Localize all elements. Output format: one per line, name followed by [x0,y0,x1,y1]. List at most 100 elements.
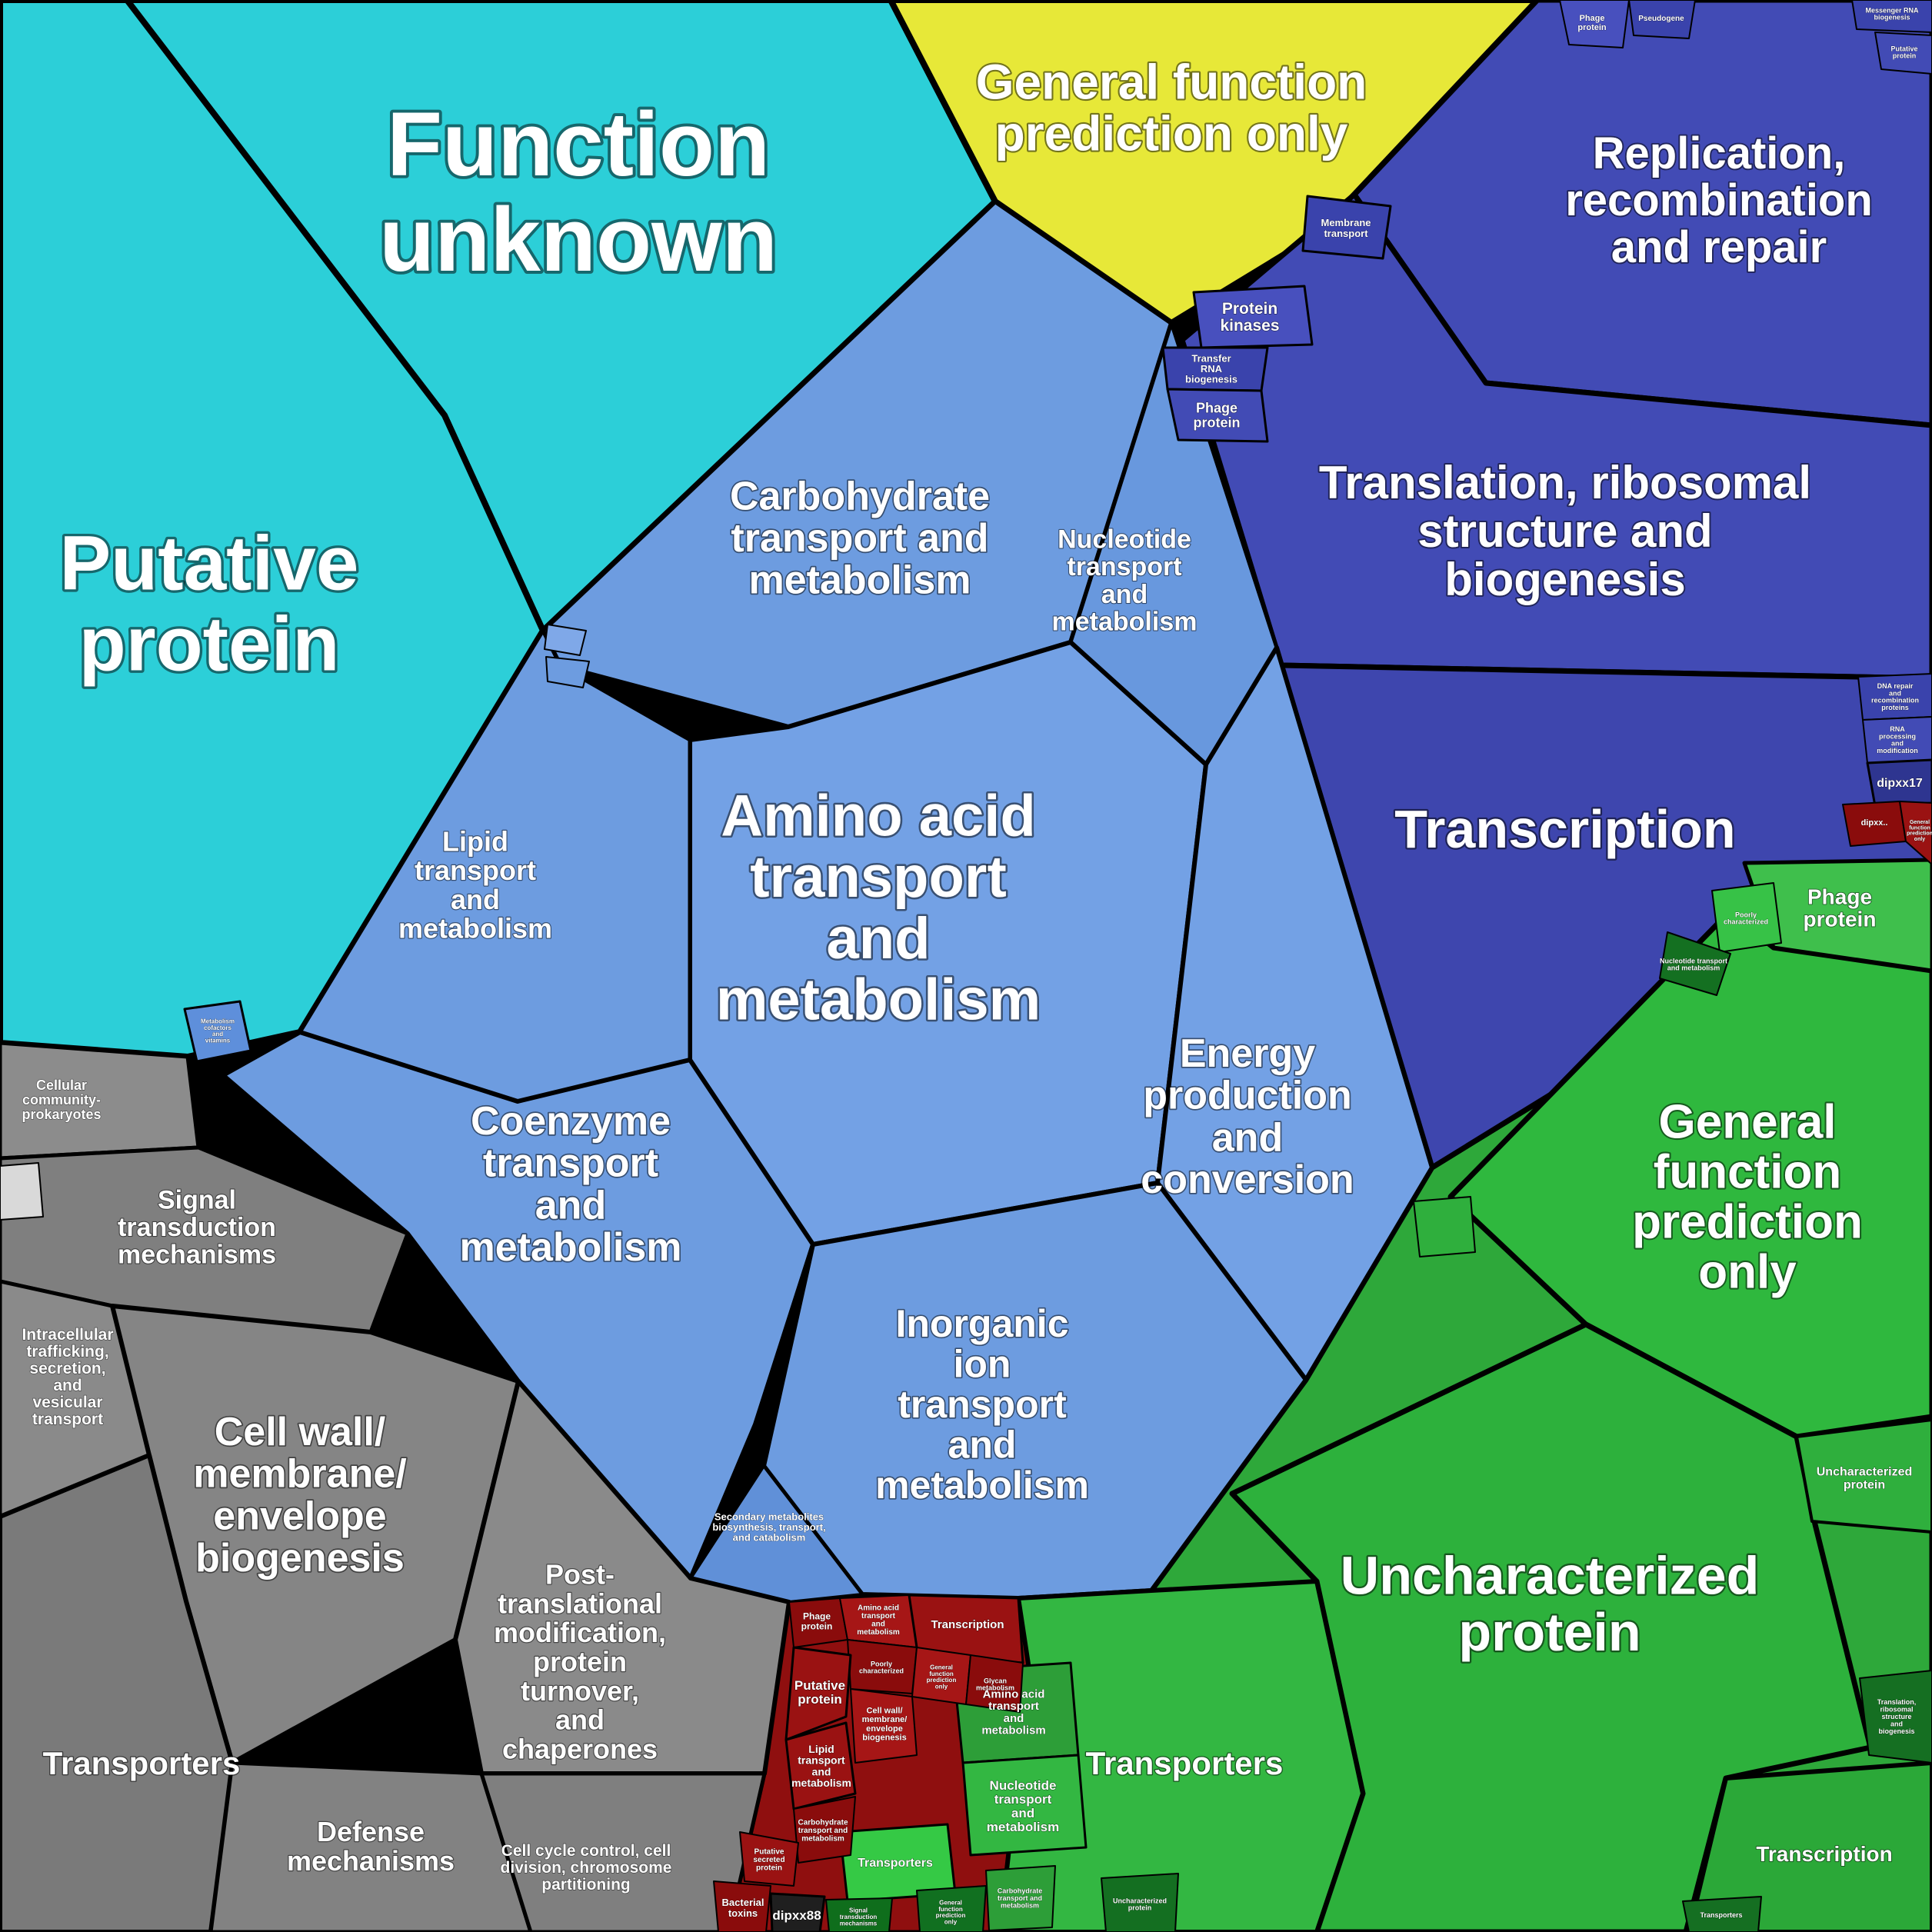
dna-repair-db-cell [1857,673,1932,721]
energy-lightblue-cell [1155,645,1434,1382]
membrane-transport-db-cell [1301,195,1392,260]
transcription-darkblue-label: Transcription [1394,799,1735,859]
bacterial-toxins-red-cell [713,1880,771,1932]
white-tiny-cell-gray-cell [0,1162,44,1221]
pseudogene-db-cell [1628,0,1696,39]
general-function-prediction-only-yellow-cell [888,0,1541,326]
dipxx17-label: dipxx17 [1877,777,1923,790]
general-function-red-tiny-cell [1899,801,1932,865]
transporters-green-tiny-2-label: Transporters [1700,1911,1742,1919]
phage-protein-tiny-top-cell [1559,0,1630,48]
dipxx88-cell [769,1892,826,1932]
dipxx17-cell [1866,758,1932,808]
cell-wall-red-cell [850,1688,918,1764]
uncharacterized-green-tiny-cell [1101,1873,1179,1932]
poorly-characterized-green-cell [1711,882,1782,953]
transporters-green-tiny-2-cell [1682,1896,1762,1932]
amino-acid-lightblue-cell [688,640,1208,1247]
protein-kinases-db-cell [1192,285,1314,349]
coenzyme-lightblue-cell [221,1030,815,1581]
uncharacterized-small-green-cell [1795,1418,1932,1534]
messenger-rna-db-cell [1851,0,1932,33]
rna-processing-db-cell [1862,716,1932,764]
bacteria-tiny-green-cell [1413,1196,1476,1257]
carbohydrate-green-tiny-cell [985,1865,1056,1931]
lipid-red-cell [784,1721,857,1810]
general-function-green-tiny-cell [916,1885,987,1932]
signal-transduction-green-tiny-cell [825,1897,893,1932]
transcription-green-label: Transcription [1756,1842,1892,1866]
cell-cycle-gray-cell [479,1771,767,1932]
translation-ribosomal-cell [1179,192,1932,681]
transcription-green-cell [1687,1760,1932,1932]
lightblue-tiny-cell-2-cell [545,656,590,688]
metabolism-cofactors-lightblue-cell [183,1000,252,1063]
putative-protein-tiny-top-cell [1874,32,1932,75]
translation-green-tiny-cell [1859,1670,1932,1764]
putative-secreted-red-cell [739,1831,799,1887]
dipxx-red-tiny-label: dipxx.. [1861,818,1888,828]
putative-protein-red-cell [784,1646,852,1741]
transporters-gray-label: Transporters [43,1745,241,1781]
dipxx88-label: dipxx88 [772,1908,821,1923]
lightblue-tiny-cell-1-cell [544,624,587,656]
phage-protein-db-cell [1166,388,1269,443]
nucleotide-green-tiny-cell [1659,931,1731,996]
nucleotide-green-mid-cell [961,1754,1088,1857]
transporters-green-small-label: Transporters [858,1857,933,1870]
